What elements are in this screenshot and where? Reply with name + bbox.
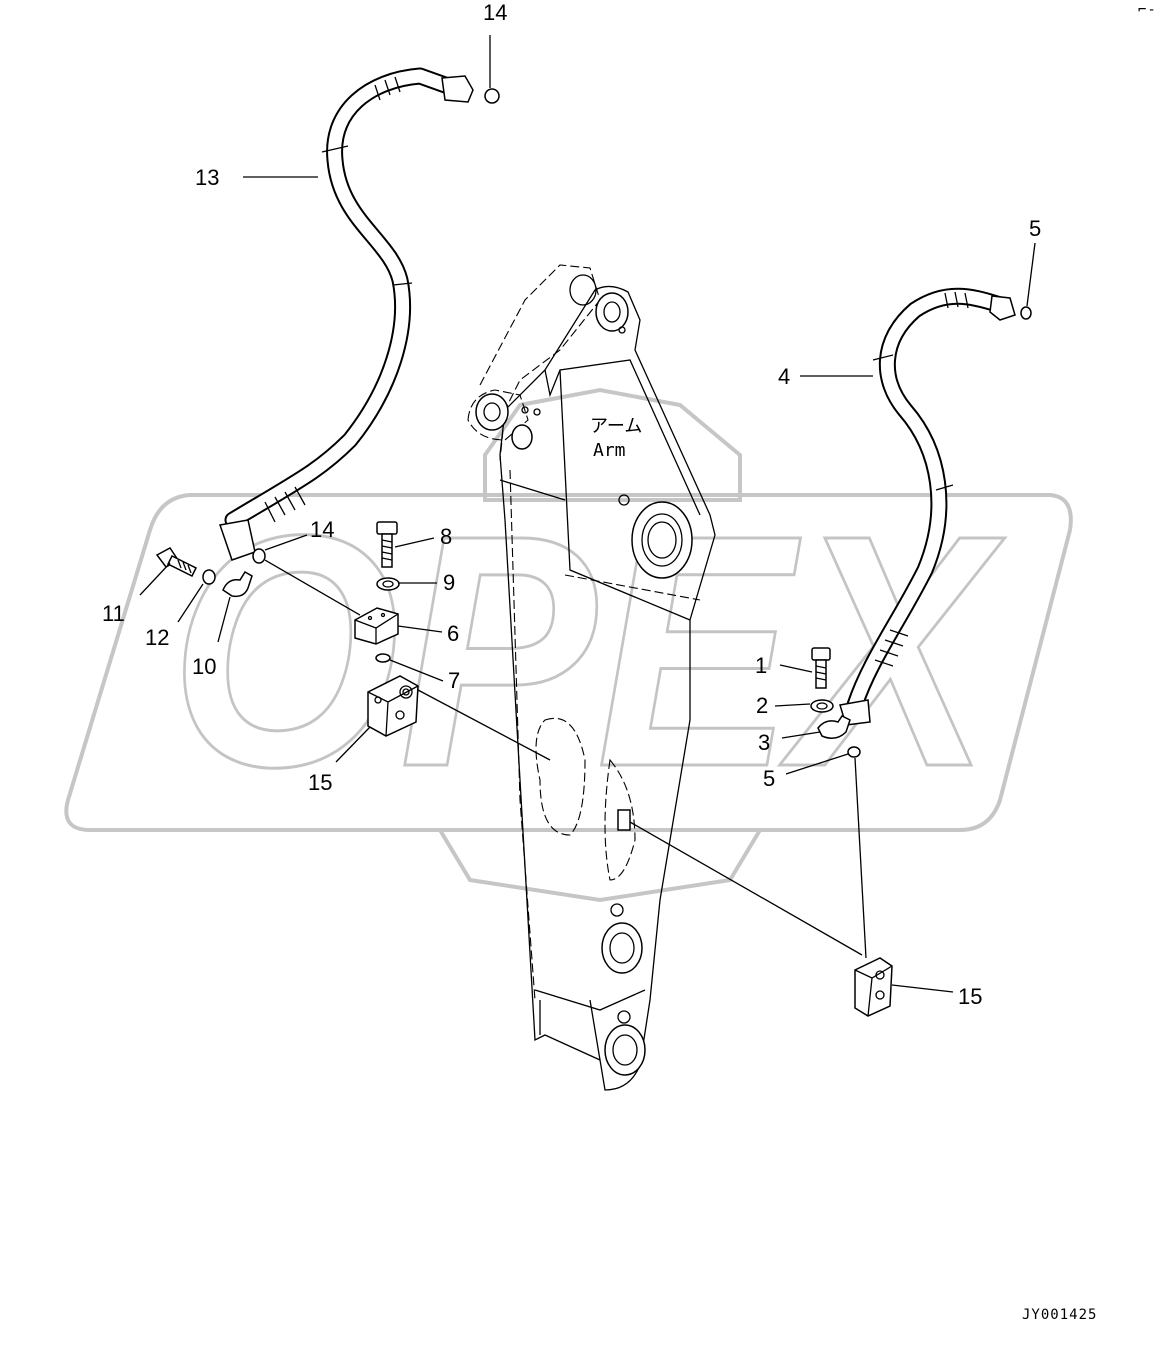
callout-7: 7 (448, 668, 460, 693)
o-ring-14-mid (252, 548, 266, 564)
callout-4: 4 (778, 364, 790, 389)
leader-lines (139, 35, 1036, 993)
callout-15-left: 15 (308, 770, 332, 795)
corner-mark: ⌐- (1138, 2, 1157, 18)
callout-9: 9 (443, 570, 455, 595)
callout-5-top: 5 (1029, 216, 1041, 241)
callout-14-mid: 14 (310, 517, 334, 542)
washer-12 (202, 569, 216, 585)
block-6 (354, 607, 399, 645)
clamp-10 (222, 570, 253, 598)
callout-5-mid: 5 (763, 766, 775, 791)
callout-6: 6 (447, 621, 459, 646)
bolt-8 (376, 521, 398, 568)
drawing-reference: JY001425 (1022, 1307, 1097, 1323)
callout-10: 10 (192, 654, 216, 679)
valve-block-15-right (854, 957, 893, 1017)
o-ring-5-top (1020, 306, 1032, 320)
bolt-1 (811, 647, 831, 689)
callout-13: 13 (195, 165, 219, 190)
callout-2: 2 (756, 693, 768, 718)
hose-13 (219, 67, 474, 561)
watermark-text: OPEX (170, 466, 1005, 835)
callout-8: 8 (440, 524, 452, 549)
arm-label-en: Arm (593, 440, 626, 461)
opex-watermark: OPEX (64, 387, 1073, 903)
callout-1: 1 (755, 653, 767, 678)
o-ring-5-mid (847, 746, 861, 758)
callout-15-right: 15 (958, 984, 982, 1009)
callout-12: 12 (145, 625, 169, 650)
arm-body (467, 264, 716, 1091)
washer-2 (810, 699, 834, 713)
callout-11: 11 (102, 601, 125, 626)
bolt-11 (155, 547, 198, 578)
washer-9 (376, 577, 400, 591)
o-ring-7 (375, 653, 391, 663)
callout-14-top: 14 (483, 0, 507, 25)
callout-3: 3 (758, 730, 770, 755)
valve-block-15-left (367, 675, 419, 737)
arm-label-jp: アーム (590, 416, 642, 437)
clamp-3 (817, 715, 851, 739)
o-ring-14-top (484, 88, 500, 104)
